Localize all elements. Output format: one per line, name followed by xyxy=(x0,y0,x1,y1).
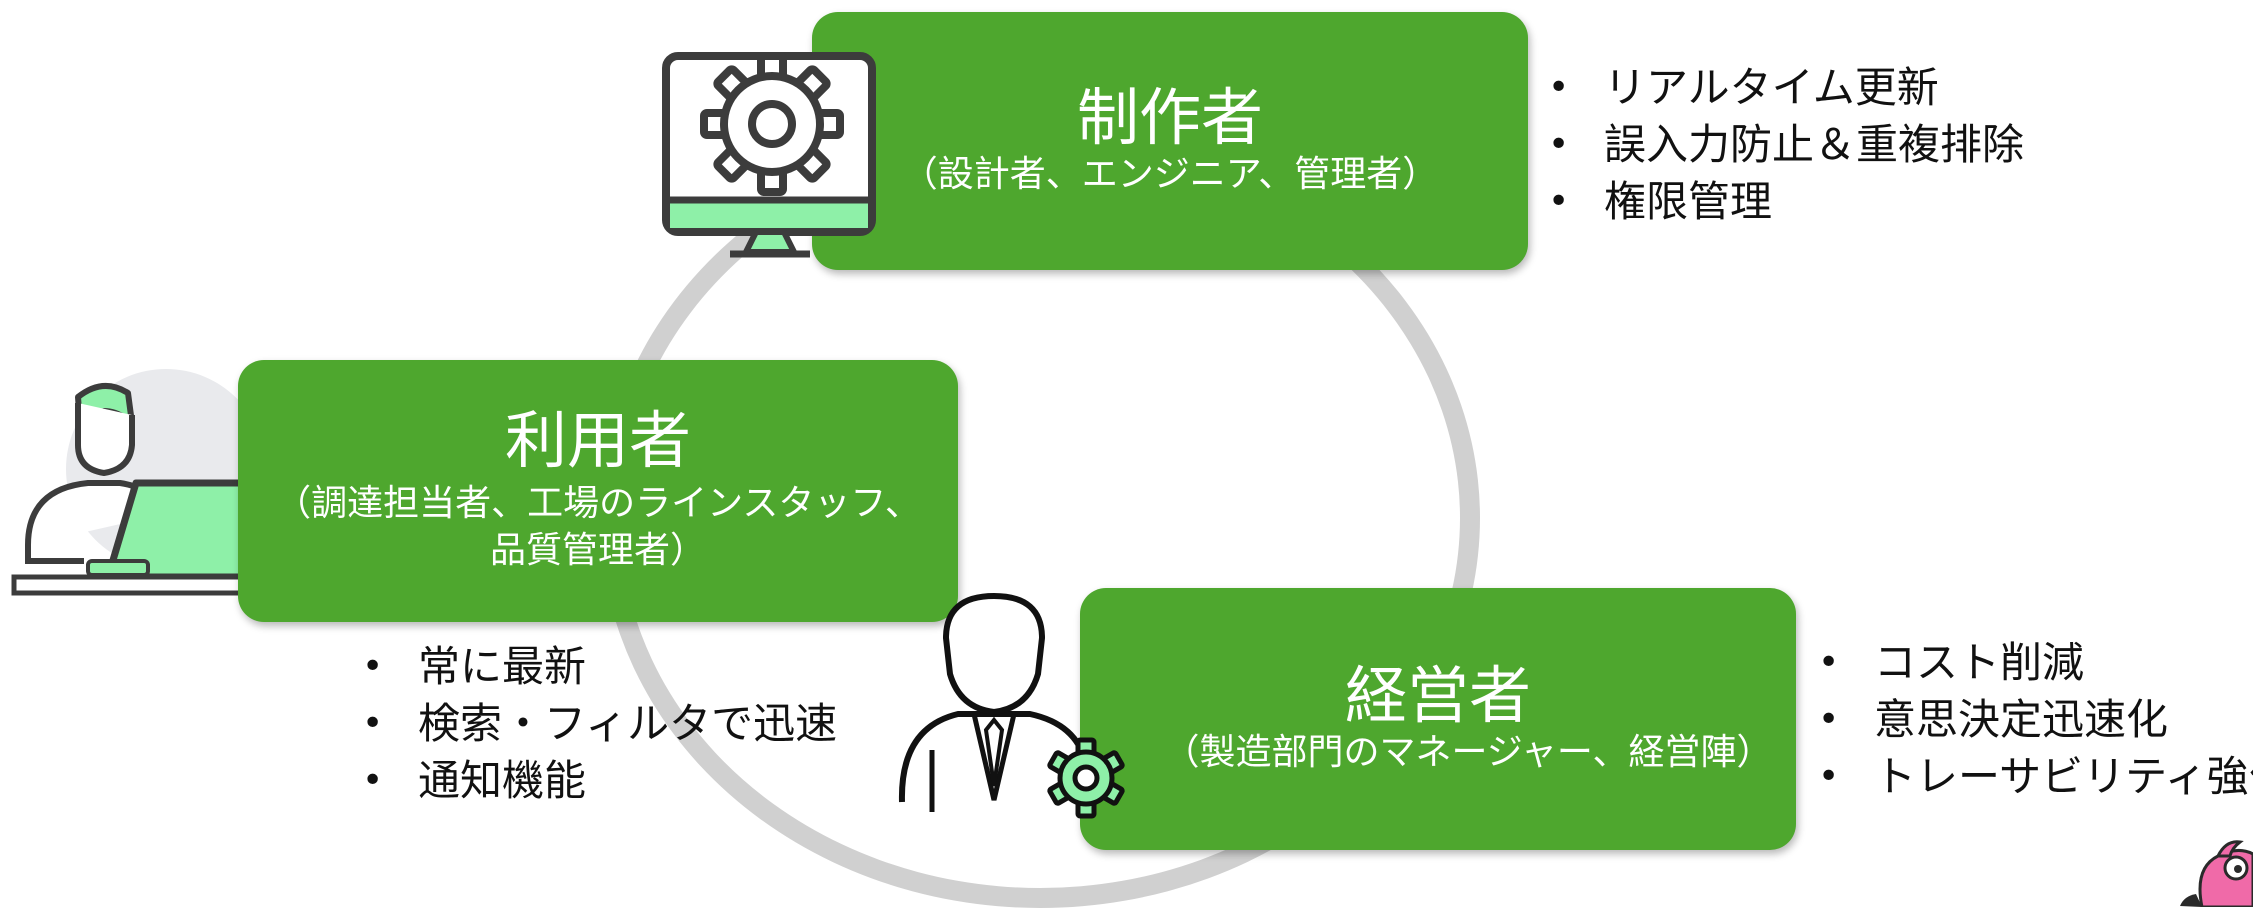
creator-card: 制作者 （設計者、エンジニア、管理者） xyxy=(812,12,1528,270)
user-subtitle: （調達担当者、工場のラインスタッフ、 品質管理者） xyxy=(275,483,921,572)
user-card: 利用者 （調達担当者、工場のラインスタッフ、 品質管理者） xyxy=(238,360,958,622)
list-item: 通知機能 xyxy=(362,752,837,809)
user-benefits-list: 常に最新 検索・フィルタで迅速 通知機能 xyxy=(362,638,837,809)
list-item: 常に最新 xyxy=(362,638,837,695)
monitor-gear-icon xyxy=(662,52,876,258)
creator-benefits-list: リアルタイム更新 誤入力防止＆重複排除 権限管理 xyxy=(1548,59,2024,230)
mascot-bird-icon xyxy=(2180,840,2253,907)
creator-subtitle: （設計者、エンジニア、管理者） xyxy=(901,153,1439,195)
user-title: 利用者 xyxy=(504,404,691,478)
list-item: 検索・フィルタで迅速 xyxy=(362,695,837,752)
manager-gear-icon xyxy=(898,593,1125,819)
list-item: 誤入力防止＆重複排除 xyxy=(1548,116,2024,173)
list-item: 意思決定迅速化 xyxy=(1818,691,2253,748)
worker-laptop-icon xyxy=(11,369,268,596)
executive-title: 経営者 xyxy=(1344,658,1531,732)
creator-title: 制作者 xyxy=(1076,80,1263,154)
executive-benefits-list: コスト削減 意思決定迅速化 トレーサビリティ強化 xyxy=(1818,634,2253,805)
executive-card: 経営者 （製造部門のマネージャー、経営陣） xyxy=(1080,588,1796,850)
list-item: トレーサビリティ強化 xyxy=(1818,748,2253,805)
list-item: 権限管理 xyxy=(1548,173,2024,230)
list-item: コスト削減 xyxy=(1818,634,2253,691)
executive-subtitle: （製造部門のマネージャー、経営陣） xyxy=(1163,731,1773,773)
list-item: リアルタイム更新 xyxy=(1548,59,2024,116)
